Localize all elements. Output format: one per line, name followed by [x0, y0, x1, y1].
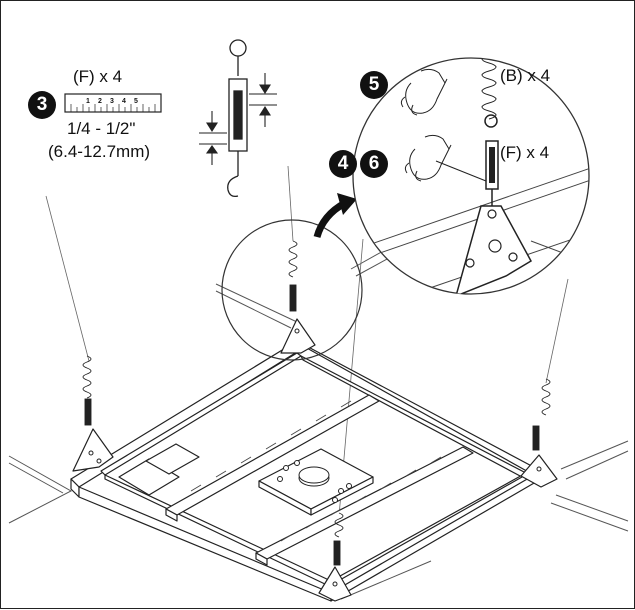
rail-slots [190, 400, 442, 542]
mounting-frame [70, 318, 558, 602]
step-badge-4: 4 [329, 150, 357, 178]
turnbuckle-illustration [227, 39, 248, 198]
step-badge-5: 5 [360, 71, 388, 99]
range-mm-label: (6.4-12.7mm) [48, 142, 151, 161]
measure-arrows [199, 73, 277, 165]
frame-details [88, 328, 542, 587]
corner-hangers [82, 240, 551, 566]
qty-label-b: (B) x 4 [500, 66, 551, 85]
ruler-digit: 2 [98, 98, 102, 105]
step-badge-3: 3 [28, 91, 56, 119]
ruler-digit: 3 [110, 98, 114, 105]
step-badge-6: 6 [360, 150, 388, 178]
ruler-digit: 1 [86, 98, 90, 105]
range-inch-label: 1/4 - 1/2" [67, 119, 136, 138]
ruler-icon: 1 2 3 4 5 [64, 93, 162, 113]
qty-label-f-left: (F) x 4 [73, 67, 123, 86]
qty-label-f-right: (F) x 4 [500, 143, 550, 162]
ceiling-grid [8, 240, 629, 600]
ruler-digit: 5 [134, 98, 138, 105]
ruler-digit: 4 [122, 98, 126, 105]
detail-circle-small [221, 219, 363, 361]
zoom-arrow [313, 193, 357, 239]
detail-circle-large [352, 57, 590, 295]
